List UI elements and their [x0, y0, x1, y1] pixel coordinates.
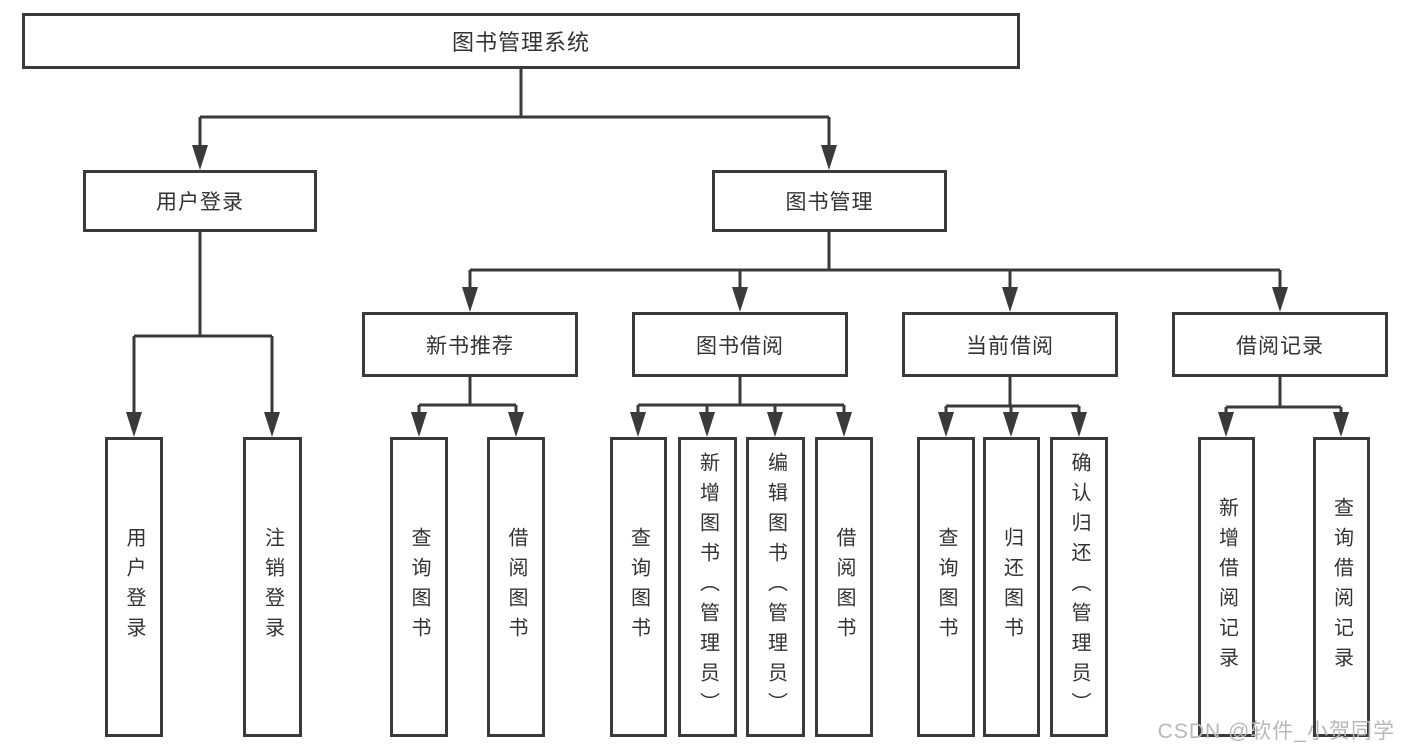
- arrow-down-icon: [126, 412, 142, 437]
- leaf-add-book-admin: 新增图书（管理员）: [678, 437, 737, 737]
- arrow-down-icon: [1003, 412, 1019, 437]
- node-label: 编辑图书（管理员）: [764, 452, 787, 722]
- node-label: 查询图书: [408, 527, 430, 647]
- arrow-down-icon: [732, 287, 748, 312]
- leaf-query-books-recommend: 查询图书: [390, 437, 448, 737]
- arrow-down-icon: [264, 412, 280, 437]
- leaf-borrow-books-recommend: 借阅图书: [487, 437, 545, 737]
- connector-new-book-recommend: [411, 377, 524, 437]
- node-label: 图书管理系统: [451, 30, 590, 55]
- leaf-return-book: 归还图书: [983, 437, 1040, 737]
- arrow-down-icon: [630, 412, 646, 437]
- connector-user-login: [126, 232, 280, 437]
- node-book-borrowing: 图书借阅: [632, 312, 848, 377]
- connector-root: [192, 69, 837, 170]
- arrow-down-icon: [699, 412, 715, 437]
- node-borrowing-records: 借阅记录: [1172, 312, 1388, 377]
- node-label: 借阅图书: [505, 527, 527, 647]
- node-library-management-system: 图书管理系统: [22, 13, 1020, 69]
- node-label: 借阅记录: [1236, 334, 1324, 358]
- node-label: 新书推荐: [426, 334, 514, 358]
- node-label: 图书借阅: [696, 334, 784, 358]
- node-label: 注销登录: [261, 527, 284, 647]
- leaf-add-borrow-record: 新增借阅记录: [1198, 437, 1255, 737]
- node-label: 借阅图书: [833, 527, 855, 647]
- arrow-down-icon: [411, 412, 427, 437]
- arrow-down-icon: [767, 412, 783, 437]
- arrow-down-icon: [1333, 412, 1349, 437]
- leaf-logout: 注销登录: [243, 437, 302, 737]
- node-label: 图书管理: [785, 191, 874, 214]
- arrow-down-icon: [462, 287, 478, 312]
- node-label: 当前借阅: [966, 334, 1054, 358]
- arrow-down-icon: [821, 145, 837, 170]
- arrow-down-icon: [1071, 412, 1087, 437]
- arrow-down-icon: [192, 145, 208, 170]
- arrow-down-icon: [1002, 287, 1018, 312]
- node-label: 查询图书: [935, 527, 957, 647]
- node-user-login: 用户登录: [83, 170, 317, 232]
- node-book-management: 图书管理: [712, 170, 947, 232]
- connector-book-management: [462, 232, 1288, 312]
- connector-book-borrowing: [630, 377, 852, 437]
- node-new-book-recommend: 新书推荐: [362, 312, 578, 377]
- connector-current-borrowing: [938, 377, 1087, 437]
- node-label: 用户登录: [123, 527, 145, 647]
- arrow-down-icon: [508, 412, 524, 437]
- node-label: 新增借阅记录: [1215, 497, 1238, 677]
- leaf-user-login: 用户登录: [105, 437, 163, 737]
- leaf-query-books-current: 查询图书: [917, 437, 975, 737]
- csdn-watermark: CSDN @软件_小贺同学: [1157, 720, 1395, 743]
- leaf-query-books-borrowing: 查询图书: [610, 437, 667, 737]
- node-label: 新增图书（管理员）: [696, 452, 719, 722]
- node-label: 查询借阅记录: [1330, 497, 1353, 677]
- connector-borrowing-records: [1218, 377, 1349, 437]
- node-label: 确认归还（管理员）: [1068, 452, 1090, 722]
- node-current-borrowing: 当前借阅: [902, 312, 1118, 377]
- leaf-borrow-books: 借阅图书: [815, 437, 873, 737]
- arrow-down-icon: [1218, 412, 1234, 437]
- leaf-confirm-return-admin: 确认归还（管理员）: [1050, 437, 1108, 737]
- leaf-query-borrow-record: 查询借阅记录: [1313, 437, 1370, 737]
- node-label: 用户登录: [156, 191, 244, 214]
- arrow-down-icon: [1272, 287, 1288, 312]
- node-label: 查询图书: [627, 527, 650, 647]
- arrow-down-icon: [938, 412, 954, 437]
- node-label: 归还图书: [1000, 527, 1023, 647]
- arrow-down-icon: [836, 412, 852, 437]
- leaf-edit-book-admin: 编辑图书（管理员）: [746, 437, 805, 737]
